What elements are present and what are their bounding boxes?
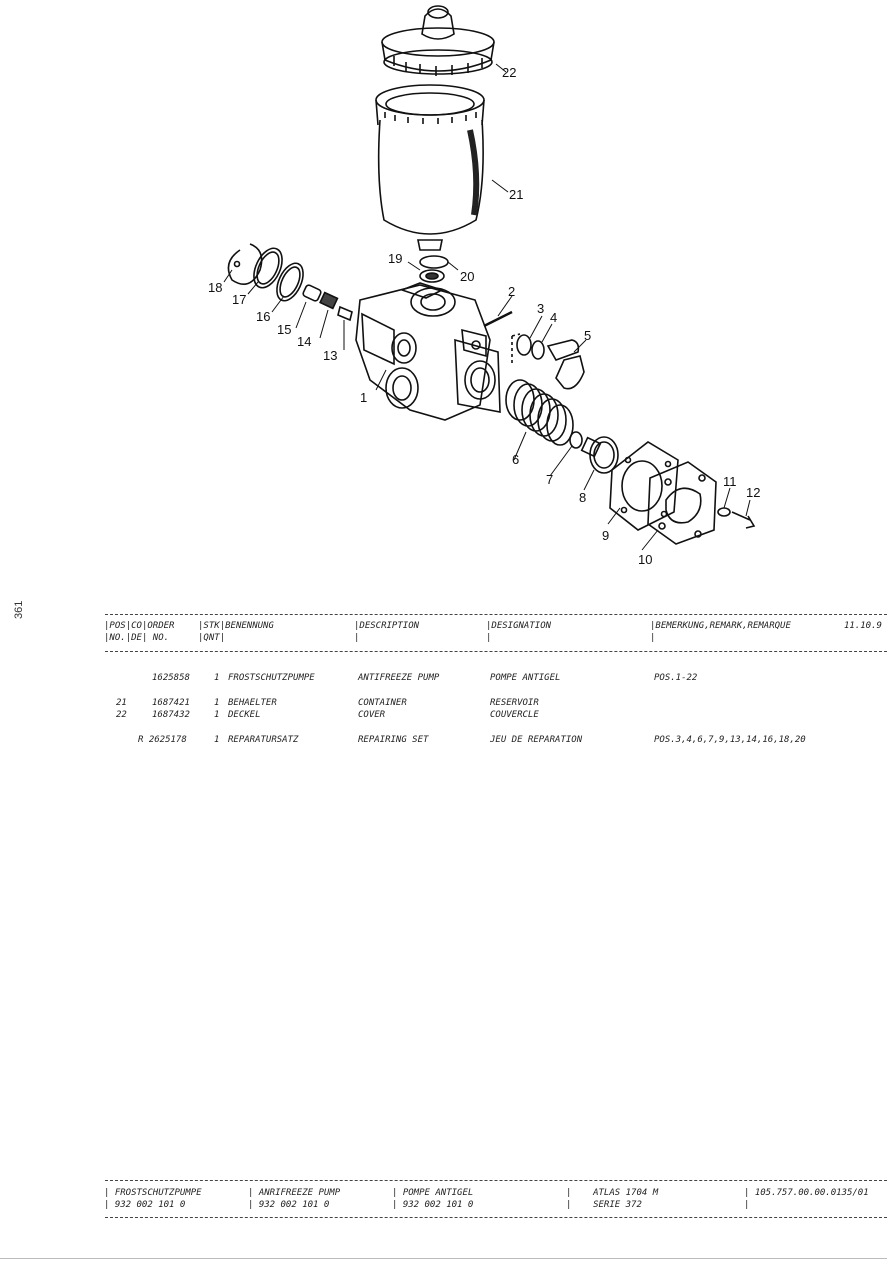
callout-16: 16 (256, 309, 270, 324)
row4-designation: JEU DE REPARATION (490, 735, 583, 745)
row1-designation: POMPE ANTIGEL (490, 673, 561, 683)
footer-model: ATLAS 1704 M (593, 1188, 659, 1198)
part-20-ring (419, 255, 449, 269)
callout-5: 5 (584, 328, 591, 343)
header-benennung: BENENNUNG (225, 621, 274, 631)
row3-description: COVER (358, 710, 386, 720)
part-2-pin (483, 310, 513, 328)
row2-designation: RESERVOIR (490, 698, 539, 708)
footer-de-number: 932 002 101 0 (114, 1200, 186, 1210)
part-11-washer (717, 507, 731, 517)
header-order-no: NO. (152, 633, 170, 643)
callout-13: 13 (323, 348, 337, 363)
part-22-cover (381, 5, 495, 76)
row1-remark: POS.1-22 (654, 673, 698, 683)
callout-1: 1 (360, 390, 367, 405)
header-order: ORDER (147, 621, 175, 631)
callout-2: 2 (508, 284, 515, 299)
header-stk: STK (203, 621, 220, 631)
row3-order: 1687432 (152, 710, 190, 720)
part-8-piston (580, 436, 619, 474)
part-7-ring (569, 431, 583, 449)
callout-4: 4 (550, 310, 557, 325)
antifreeze-pump-diagram: 1 2 3 4 5 6 7 8 9 10 11 12 13 14 15 16 1… (208, 5, 760, 567)
row2-pos: 21 (116, 698, 127, 708)
callout-20: 20 (460, 269, 474, 284)
row4-order: R 2625178 (138, 735, 187, 745)
page-number: 361 (13, 600, 25, 619)
exploded-view-drawing: 1 2 3 4 5 6 7 8 9 10 11 12 13 14 15 16 1… (180, 0, 800, 575)
part-12-screw (731, 511, 756, 529)
header-qnt: QNT (203, 633, 220, 643)
row4-benennung: REPARATURSATZ (228, 735, 299, 745)
row4-qty: 1 (214, 735, 220, 745)
part-9-gasket (609, 441, 679, 531)
page-edge-rule (0, 1258, 887, 1259)
part-18-circlip (227, 243, 263, 286)
callout-22: 22 (502, 65, 516, 80)
row2-qty: 1 (214, 698, 220, 708)
footer-fr-number: 932 002 101 0 (402, 1200, 474, 1210)
callout-15: 15 (277, 322, 291, 337)
part-15-bushing (302, 284, 322, 302)
part-6-spring (505, 379, 574, 446)
footer-document-number: 105.757.00.00.0135/01 (754, 1188, 869, 1198)
header-co: CO (131, 621, 142, 631)
row3-pos: 22 (116, 710, 127, 720)
row1-qty: 1 (214, 673, 220, 683)
header-remark: BEMERKUNG,REMARK,REMARQUE (655, 621, 791, 631)
callout-7: 7 (546, 472, 553, 487)
part-21-container (375, 84, 485, 251)
callout-19: 19 (388, 251, 402, 266)
footer-en-name: ANRIFREEZE PUMP (258, 1188, 341, 1198)
callout-17: 17 (232, 292, 246, 307)
row4-remark: POS.3,4,6,7,9,13,14,16,18,20 (654, 735, 806, 745)
row2-benennung: BEHAELTER (228, 698, 277, 708)
footer-fr-name: POMPE ANTIGEL (402, 1188, 474, 1198)
header-pos: POS (109, 621, 126, 631)
footer-bottom-rule (105, 1217, 887, 1218)
row1-benennung: FROSTSCHUTZPUMPE (228, 673, 315, 683)
part-13-pin (337, 305, 353, 322)
row3-designation: COUVERCLE (490, 710, 539, 720)
callout-14: 14 (297, 334, 311, 349)
part-1-housing (355, 282, 501, 421)
row1-description: ANTIFREEZE PUMP (358, 673, 440, 683)
callout-3: 3 (537, 301, 544, 316)
row2-description: CONTAINER (358, 698, 407, 708)
callout-10: 10 (638, 552, 652, 567)
callout-8: 8 (579, 490, 586, 505)
callout-21: 21 (509, 187, 523, 202)
callout-12: 12 (746, 485, 760, 500)
part-17-ring (253, 247, 283, 289)
row1-order: 1625858 (152, 673, 190, 683)
part-4-ring (531, 340, 545, 360)
part-19-valve (419, 269, 445, 283)
row3-qty: 1 (214, 710, 220, 720)
table-header-rule (105, 651, 887, 652)
callout-11: 11 (723, 474, 737, 489)
footer-de-name: FROSTSCHUTZPUMPE (114, 1188, 202, 1198)
row2-order: 1687421 (152, 698, 190, 708)
table-top-rule (105, 614, 887, 615)
part-16-ring (276, 262, 304, 302)
part-5-lever (546, 339, 585, 390)
callout-6: 6 (512, 452, 519, 467)
part-10-cover-plate (647, 461, 717, 545)
header-designation: DESIGNATION (491, 621, 552, 631)
row3-benennung: DECKEL (228, 710, 261, 720)
header-description: DESCRIPTION (359, 621, 420, 631)
callout-18: 18 (208, 280, 222, 295)
footer-series: SERIE 372 (593, 1200, 642, 1210)
callout-9: 9 (602, 528, 609, 543)
part-3-ring (516, 334, 532, 356)
header-pos-no: NO. (109, 633, 126, 643)
header-co-de: DE (131, 633, 142, 643)
part-14-spring (319, 291, 339, 310)
footer-en-number: 932 002 101 0 (258, 1200, 330, 1210)
header-date: 11.10.9 (844, 621, 882, 631)
footer-top-rule (105, 1180, 887, 1181)
row4-description: REPAIRING SET (358, 735, 429, 745)
